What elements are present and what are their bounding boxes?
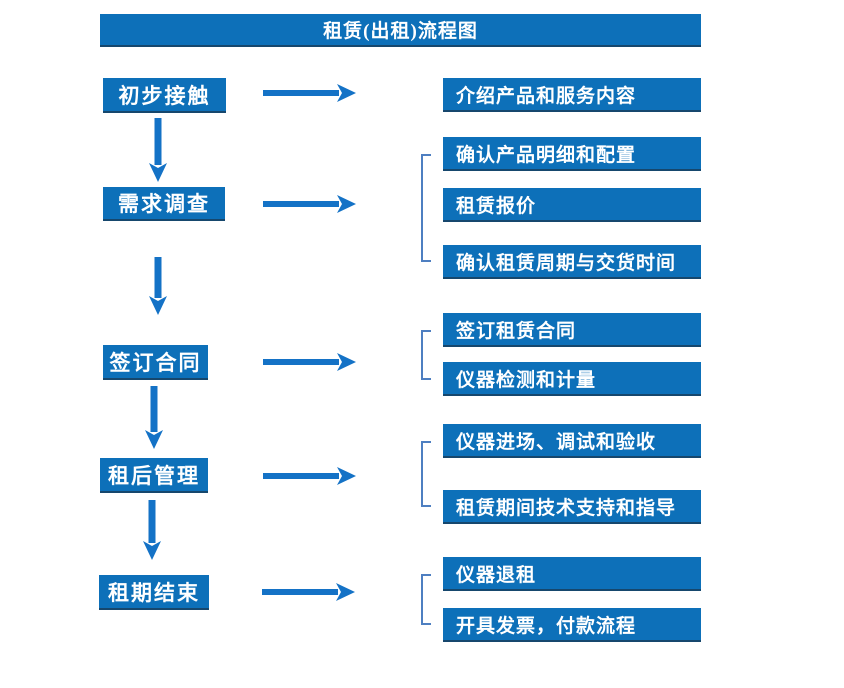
step-box-rental-end: 租期结束	[99, 575, 209, 610]
detail-box-instrument-return: 仪器退租	[443, 557, 701, 591]
step-box-initial-contact: 初步接触	[103, 78, 226, 113]
detail-box-confirm-rental-period: 确认租赁周期与交货时间	[443, 245, 701, 279]
detail-box-invoice-payment: 开具发票，付款流程	[443, 608, 701, 642]
group-bracket-rental-end	[421, 574, 431, 625]
right-arrow-icon	[263, 84, 356, 102]
down-arrow-icon	[145, 386, 163, 449]
group-bracket-needs-survey	[421, 154, 431, 262]
right-arrow-icon	[263, 467, 356, 485]
group-bracket-post-rental	[421, 441, 431, 507]
detail-box-technical-support: 租赁期间技术支持和指导	[443, 490, 701, 524]
detail-box-confirm-product-details: 确认产品明细和配置	[443, 137, 701, 171]
detail-box-instrument-testing: 仪器检测和计量	[443, 362, 701, 396]
detail-box-introduce-products: 介绍产品和服务内容	[443, 78, 701, 112]
down-arrow-icon	[143, 500, 161, 560]
step-box-needs-survey: 需求调查	[103, 187, 225, 221]
flowchart-title: 租赁(出租)流程图	[100, 14, 701, 47]
down-arrow-icon	[149, 118, 167, 182]
right-arrow-icon	[262, 583, 355, 601]
right-arrow-icon	[263, 195, 356, 213]
right-arrow-icon	[263, 353, 356, 371]
group-bracket-sign-contract	[421, 330, 431, 380]
step-box-sign-contract: 签订合同	[103, 345, 208, 380]
down-arrow-icon	[149, 257, 167, 315]
detail-box-instrument-setup-acceptance: 仪器进场、调试和验收	[443, 424, 701, 458]
step-box-post-rental-management: 租后管理	[100, 458, 208, 493]
detail-box-sign-rental-contract: 签订租赁合同	[443, 313, 701, 347]
detail-box-rental-quote: 租赁报价	[443, 188, 701, 222]
